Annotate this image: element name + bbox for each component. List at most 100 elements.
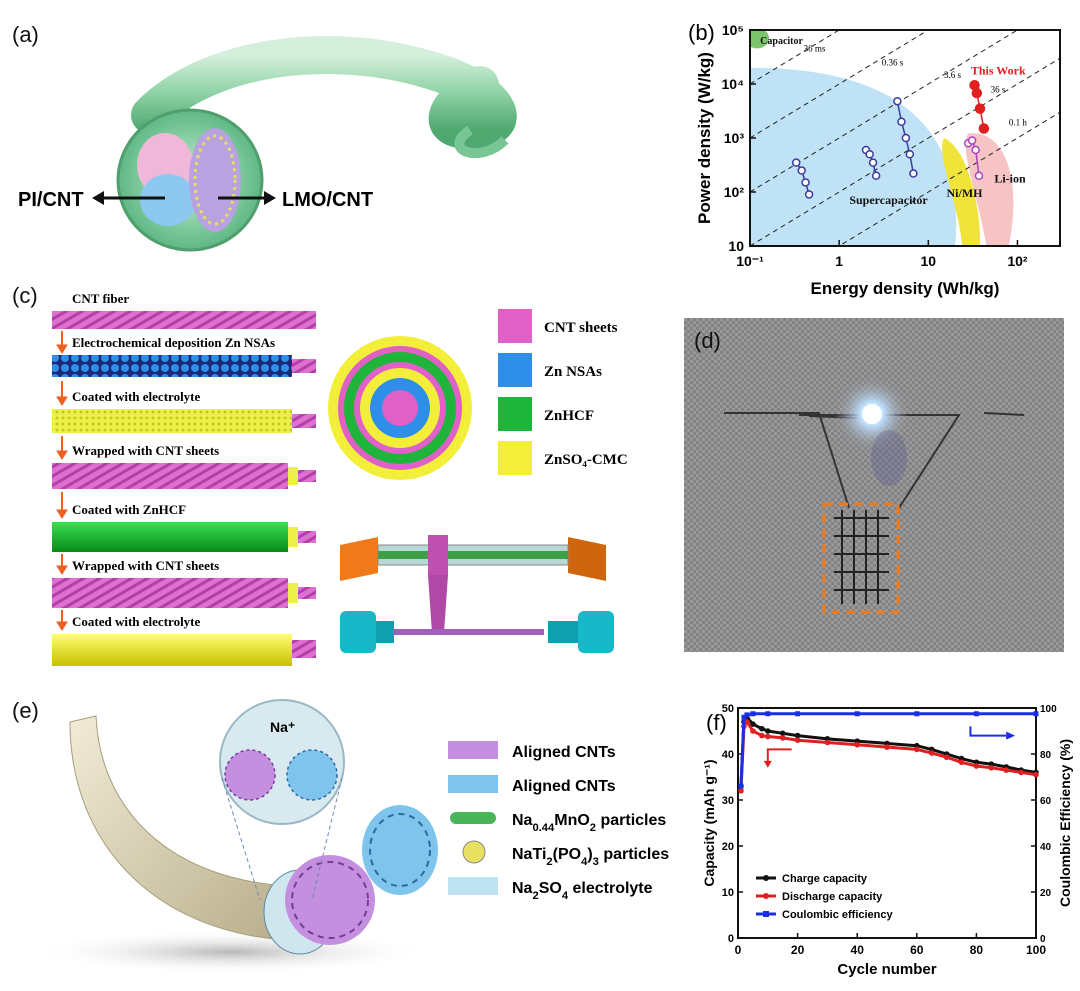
panel-a-label: (a)	[12, 22, 39, 47]
capacitor-region	[750, 30, 770, 49]
data-point	[824, 739, 831, 746]
legend-label: Na2SO4 electrolyte	[512, 880, 653, 902]
legend-label: Coulombic efficiency	[782, 909, 894, 921]
znhcf-rod	[52, 522, 288, 552]
y-tick-label: 50	[722, 703, 734, 715]
data-point	[779, 735, 786, 741]
data-point	[741, 714, 747, 720]
data-point	[1018, 769, 1024, 776]
led-textile-photo: (d)	[684, 318, 1064, 652]
x-tick-label: 20	[791, 943, 805, 957]
legend-label: ZnHCF	[544, 408, 594, 424]
x-tick-label: 100	[1026, 943, 1046, 957]
time-label: 3.6 s	[944, 70, 962, 80]
data-point	[795, 711, 801, 717]
data-point	[971, 145, 980, 155]
fiber-tube	[131, 36, 517, 150]
cnt-fiber-rod	[52, 311, 316, 329]
data-point	[801, 178, 810, 187]
panel-e-label: (e)	[12, 698, 39, 723]
data-point	[974, 103, 986, 114]
data-point	[750, 721, 756, 727]
data-point	[973, 711, 979, 717]
legend-label: Na0.44MnO2 particles	[512, 812, 666, 834]
legend-marker	[763, 875, 769, 881]
y2-tick-label: 20	[1040, 888, 1052, 899]
panel-c: (c) CNT fiber Electrochemical deposition…	[0, 283, 680, 673]
legend-marker	[763, 893, 769, 899]
data-point	[978, 123, 990, 134]
x-tick-label: 1	[835, 253, 843, 269]
data-point	[928, 750, 935, 756]
legend-label: Aligned CNTs	[512, 744, 616, 761]
y-tick-label: 10⁴	[722, 76, 745, 92]
data-point	[871, 171, 881, 180]
data-point	[967, 136, 977, 145]
data-point	[988, 765, 995, 771]
y-tick-label: 20	[722, 841, 734, 853]
data-point	[779, 730, 786, 737]
data-point	[750, 711, 756, 717]
data-point	[750, 728, 756, 734]
panel-d: (d)	[684, 318, 1064, 652]
legend-swatch	[498, 309, 532, 343]
data-point	[794, 737, 801, 743]
region-label: Capacitor	[760, 36, 803, 47]
y-tick-label: 10⁵	[722, 22, 744, 38]
legend-swatch	[450, 812, 496, 824]
data-point	[765, 711, 771, 717]
legend-swatch	[498, 353, 532, 387]
time-constant-line	[750, 57, 1060, 246]
time-label: 36 s	[991, 84, 1006, 94]
legend-label: Charge capacity	[782, 873, 868, 885]
plot-frame	[737, 707, 1037, 939]
supercapacitor-region	[750, 67, 957, 246]
data-point	[765, 728, 771, 734]
time-label: 0.1 h	[1009, 118, 1028, 128]
time-label: 0.36 s	[882, 58, 904, 68]
step-label: Wrapped with CNT sheets	[72, 558, 219, 573]
final-electrolyte-rod	[52, 634, 292, 666]
data-point	[759, 732, 765, 739]
y-axis-label: Power density (W/kg)	[695, 52, 714, 224]
y-tick-label: 10	[728, 238, 744, 254]
y-tick-label: 10³	[724, 130, 745, 146]
legend-label: Zn NSAs	[544, 364, 602, 380]
legend-label: Aligned CNTs	[512, 778, 616, 795]
x-axis-label: Energy density (Wh/kg)	[811, 279, 1000, 298]
region-label: Supercapacitor	[849, 193, 928, 207]
left-axis-arrow	[766, 748, 792, 761]
purple-cnt-bundle	[285, 855, 375, 945]
legend-swatch	[498, 441, 532, 475]
y2-axis-label: Coulombic Efficiency (%)	[1057, 739, 1073, 907]
y-axis-label: Capacity (mAh g⁻¹)	[701, 759, 717, 886]
time-constant-line	[838, 111, 1060, 246]
data-point	[943, 754, 950, 761]
series-line	[739, 714, 1037, 787]
legend-label: Discharge capacity	[782, 891, 883, 903]
x-tick-label: 10⁻¹	[736, 253, 764, 269]
x-tick-label: 80	[970, 943, 984, 957]
lmo-cnt-bundle	[189, 128, 241, 232]
legend-swatch	[448, 775, 498, 793]
legend-swatch	[498, 397, 532, 431]
cnt-sheet-rod	[52, 463, 288, 489]
y-tick-label: 30	[722, 795, 734, 807]
y2-tick-label: 0	[1040, 934, 1046, 945]
y-tick-label: 0	[728, 933, 734, 945]
coaxial-cross-section	[328, 336, 472, 480]
step-label: Coated with electrolyte	[72, 614, 201, 629]
panel-d-label: (d)	[694, 328, 721, 353]
data-point	[865, 150, 874, 159]
legend-marker	[763, 911, 769, 917]
time-label: 36 ms	[804, 43, 826, 53]
data-point	[971, 87, 983, 99]
sodium-ion-label: Na⁺	[270, 719, 295, 735]
data-point	[1033, 711, 1039, 717]
data-point	[744, 712, 750, 718]
data-point	[794, 732, 801, 739]
